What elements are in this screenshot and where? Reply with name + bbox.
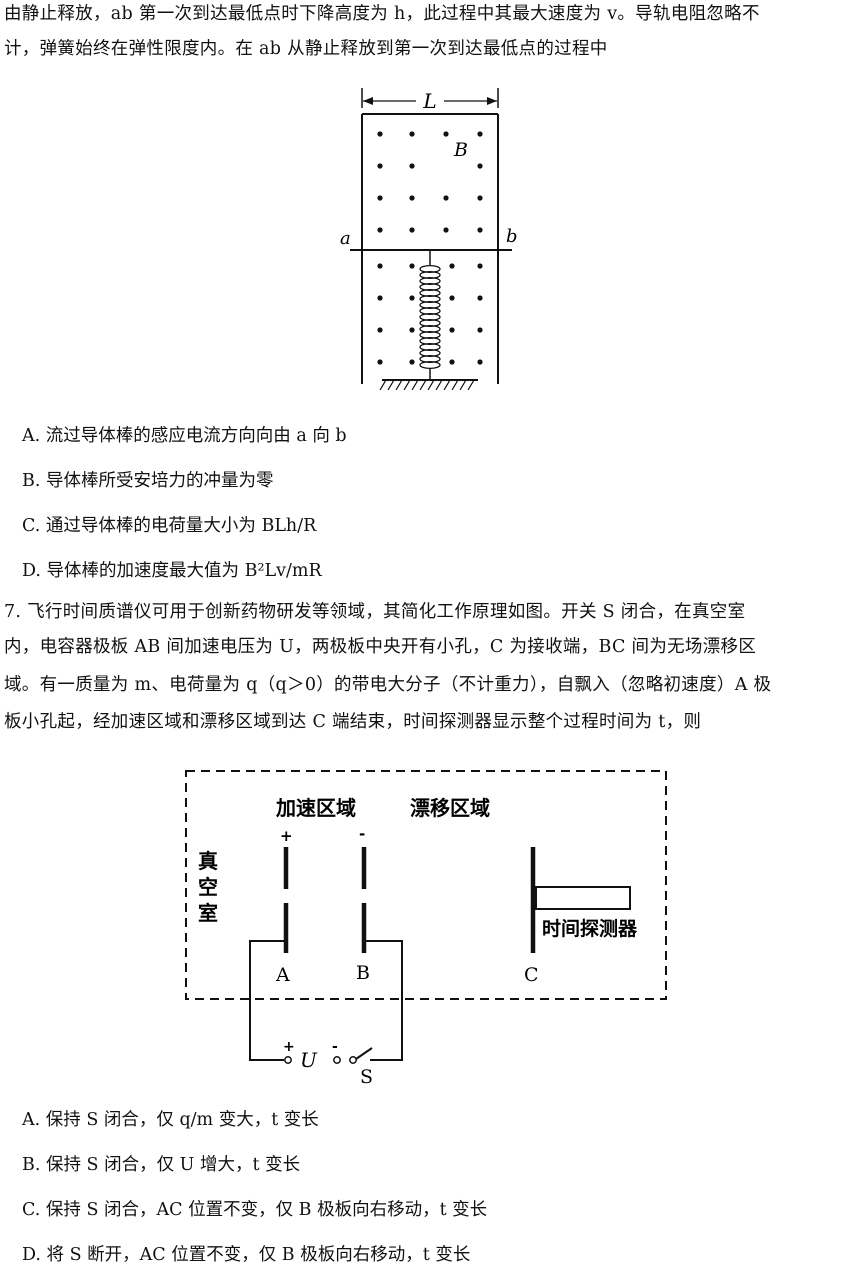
label-switch-S: S bbox=[360, 1066, 373, 1088]
label-vacuum-1: 真 bbox=[198, 849, 218, 873]
label-B-field: B bbox=[453, 139, 468, 161]
label-L: L bbox=[422, 89, 436, 113]
q7-stem-line-3: 域。有一质量为 m、电荷量为 q（q＞0）的带电大分子（不计重力），自飘入（忽略… bbox=[4, 675, 772, 695]
source-minus-sign: - bbox=[332, 1039, 338, 1055]
q7-stem-line-2: 内，电容器极板 AB 间加速电压为 U，两极板中央开有小孔，C 为接收端，BC … bbox=[4, 637, 757, 657]
label-vacuum-2: 空 bbox=[198, 875, 218, 899]
q7-stem-line-4: 板小孔起，经加速区域和漂移区域到达 C 端结束，时间探测器显示整个过程时间为 t… bbox=[4, 712, 702, 732]
label-plate-b: B bbox=[356, 962, 370, 984]
spring bbox=[419, 264, 441, 370]
q6-option-c[interactable]: C. 通过导体棒的电荷量大小为 BLh/R bbox=[22, 516, 317, 536]
intro-line-2: 计，弹簧始终在弹性限度内。在 ab 从静止释放到第一次到达最低点的过程中 bbox=[4, 39, 608, 59]
q6-option-d[interactable]: D. 导体棒的加速度最大值为 B²Lv/mR bbox=[22, 561, 322, 581]
q6-option-b[interactable]: B. 导体棒所受安培力的冲量为零 bbox=[22, 471, 274, 491]
label-detector: 时间探测器 bbox=[542, 918, 638, 940]
ground-hatch bbox=[379, 379, 475, 391]
label-drift-region: 漂移区域 bbox=[410, 796, 490, 820]
switch-s bbox=[355, 1047, 373, 1060]
q7-option-c[interactable]: C. 保持 S 闭合，AC 位置不变，仅 B 极板向右移动，t 变长 bbox=[22, 1200, 488, 1220]
circuit-right-wire bbox=[364, 940, 403, 1061]
source-plus-sign: + bbox=[283, 1039, 295, 1055]
label-b: b bbox=[506, 226, 518, 247]
q7-option-d[interactable]: D. 将 S 断开，AC 位置不变，仅 B 极板向右移动，t 变长 bbox=[22, 1245, 471, 1265]
q7-option-a[interactable]: A. 保持 S 闭合，仅 q/m 变大，t 变长 bbox=[22, 1110, 319, 1130]
plate-a-plus-sign: + bbox=[280, 827, 293, 845]
intro-line-1: 由静止释放，ab 第一次到达最低点时下降高度为 h，此过程中其最大速度为 v。导… bbox=[4, 4, 760, 24]
q7-option-b[interactable]: B. 保持 S 闭合，仅 U 增大，t 变长 bbox=[22, 1155, 301, 1175]
label-accel-region: 加速区域 bbox=[275, 796, 356, 820]
label-receiver-c: C bbox=[524, 964, 539, 986]
label-vacuum-3: 室 bbox=[198, 901, 218, 925]
time-detector bbox=[535, 886, 631, 910]
label-a: a bbox=[340, 228, 351, 249]
label-voltage-U: U bbox=[300, 1048, 318, 1072]
q6-option-a[interactable]: A. 流过导体棒的感应电流方向向由 a 向 b bbox=[22, 426, 347, 446]
label-plate-a: A bbox=[275, 964, 290, 986]
figure-mass-spectrometer: 加速区域 漂移区域 真 空 室 + - 时间探测器 A B C + U - S bbox=[185, 770, 667, 1088]
circuit-left-wire bbox=[249, 940, 286, 1061]
plate-b-minus-sign: - bbox=[359, 825, 365, 843]
vacuum-chamber-border bbox=[185, 770, 667, 1000]
figure-rail-spring: L B a b bbox=[340, 88, 518, 391]
field-dots bbox=[377, 131, 483, 365]
q7-stem-line-1: 7. 飞行时间质谱仪可用于创新药物研发等领域，其简化工作原理如图。开关 S 闭合… bbox=[4, 602, 746, 622]
